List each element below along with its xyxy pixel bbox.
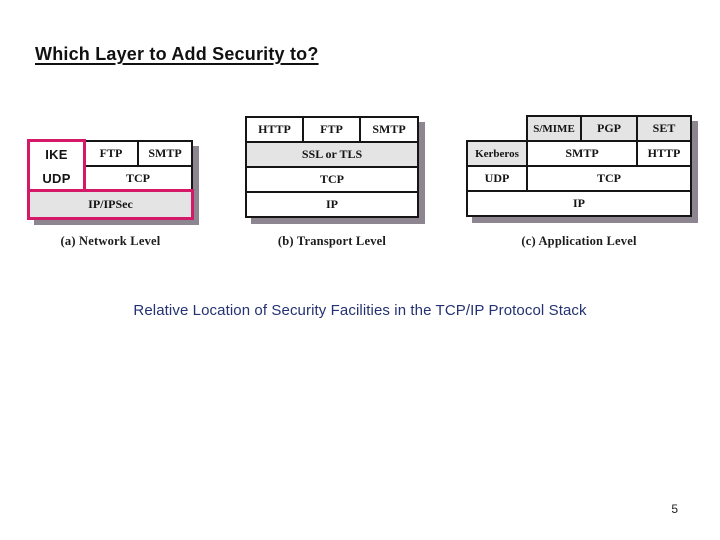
- pgp-cell: PGP: [582, 117, 636, 140]
- tcp-cell: TCP: [528, 167, 690, 190]
- tcp-cell: TCP: [85, 167, 191, 190]
- transport-level-stack: HTTP FTP SMTP SSL or TLS TCP IP: [245, 116, 419, 218]
- figure-caption: Relative Location of Security Facilities…: [133, 302, 587, 319]
- udp-cell: UDP: [468, 167, 526, 190]
- ftp-cell: FTP: [85, 142, 137, 165]
- ip-ipsec-highlight-cell: IP/IPSec: [27, 189, 194, 220]
- ftp-cell: FTP: [304, 118, 359, 141]
- tcp-cell: TCP: [247, 168, 417, 191]
- kerberos-cell: Kerberos: [468, 142, 526, 165]
- network-level-stack: IKE UDP FTP SMTP TCP IP/IPSec: [27, 139, 194, 220]
- set-cell: SET: [638, 117, 690, 140]
- application-level-stack: Kerberos SMTP HTTP UDP TCP IP: [466, 140, 692, 217]
- transport-level-label: (b) Transport Level: [277, 234, 387, 248]
- application-level-top-row: S/MIME PGP SET: [526, 115, 692, 140]
- ssl-tls-cell: SSL or TLS: [247, 143, 417, 166]
- smime-cell: S/MIME: [528, 117, 580, 140]
- page-number: 5: [671, 502, 678, 516]
- network-level-label: (a) Network Level: [60, 234, 161, 248]
- http-cell: HTTP: [638, 142, 690, 165]
- slide-title: Which Layer to Add Security to?: [35, 44, 319, 64]
- smtp-cell: SMTP: [361, 118, 417, 141]
- smtp-cell: SMTP: [139, 142, 191, 165]
- udp-cell-label: UDP: [42, 170, 71, 186]
- http-cell: HTTP: [247, 118, 302, 141]
- ip-cell: IP: [468, 192, 690, 215]
- ip-cell: IP: [247, 193, 417, 216]
- application-level-label: (c) Application Level: [521, 234, 637, 248]
- ike-udp-highlight-box: IKE UDP: [27, 139, 86, 193]
- ike-cell-label: IKE: [45, 146, 68, 162]
- smtp-cell: SMTP: [528, 142, 636, 165]
